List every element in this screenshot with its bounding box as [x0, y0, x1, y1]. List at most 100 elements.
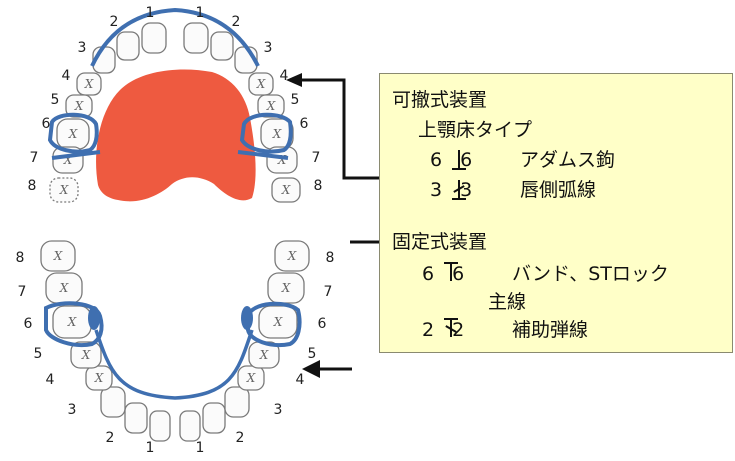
tooth-occlusal-mark: X — [81, 348, 91, 362]
molar-band-right — [246, 301, 302, 347]
tooth-occlusal-mark: X — [281, 183, 291, 197]
tooth-occlusal-mark: X — [256, 77, 266, 91]
fixed-appliance-wire — [44, 301, 302, 400]
fixed-item2-text: 補助弾線 — [512, 319, 589, 341]
upper-left-tooth-4: X — [248, 72, 274, 96]
upper-left-number-4: 4 — [280, 68, 289, 84]
lower-left-number-2: 2 — [236, 430, 245, 446]
lower-anterior-quadrant-mark — [444, 318, 458, 338]
removable-item2-text: 唇側弧線 — [520, 179, 597, 201]
palatal-plate — [96, 69, 256, 202]
upper-right-number-4: 4 — [62, 68, 71, 84]
lower-right-number-4: 4 — [46, 372, 55, 388]
tooth-occlusal-mark: X — [68, 127, 78, 141]
upper-right-tooth-1 — [141, 22, 167, 54]
lower-right-tooth-5: X — [70, 341, 102, 369]
lower-left-number-3: 3 — [274, 402, 283, 418]
removable-item2-notation: 3 3 — [430, 179, 479, 201]
tooth-occlusal-mark: X — [84, 77, 94, 91]
lower-quadrant-mark — [444, 262, 458, 282]
arrow-head-lower — [302, 360, 320, 378]
upper-left-number-7: 7 — [312, 150, 321, 166]
labial-bow-wire — [90, 7, 260, 67]
upper-right-tooth-2 — [116, 31, 140, 61]
upper-left-tooth-1 — [183, 22, 209, 54]
tooth-occlusal-mark: X — [63, 153, 73, 167]
upper-left-number-8: 8 — [314, 178, 323, 194]
upper-right-number-7: 7 — [30, 150, 39, 166]
tooth-occlusal-mark: X — [287, 249, 297, 263]
lower-right-number-1: 1 — [146, 440, 155, 456]
upper-left-tooth-5: X — [257, 94, 285, 118]
lower-right-tooth-1 — [149, 410, 171, 442]
tooth-occlusal-mark: X — [59, 183, 69, 197]
tooth-occlusal-mark: X — [273, 315, 283, 329]
lower-left-tooth-7: X — [267, 272, 305, 304]
upper-right-tooth-8: X — [49, 177, 79, 203]
upper-left-tooth-8: X — [271, 177, 301, 203]
lower-left-number-5: 5 — [308, 346, 317, 362]
fixed-item1-notation: 6 6 — [422, 263, 471, 285]
fixed-item1-text: バンド、STロック — [512, 263, 669, 285]
lower-right-tooth-4: X — [85, 365, 113, 391]
upper-left-tooth-2 — [210, 31, 234, 61]
lower-left-tooth-6: X — [258, 305, 298, 339]
lower-left-tooth-3 — [224, 386, 250, 418]
molar-band-left — [44, 301, 104, 347]
adams-clasp-left — [47, 112, 101, 160]
upper-left-number-6: 6 — [300, 116, 309, 132]
lower-right-tooth-7: X — [45, 272, 83, 304]
removable-item1-text: アダムス鉤 — [520, 149, 616, 171]
tooth-occlusal-mark: X — [67, 315, 77, 329]
upper-left-tooth-7: X — [266, 146, 298, 174]
lower-right-number-5: 5 — [34, 346, 43, 362]
lower-right-number-6: 6 — [24, 316, 33, 332]
lower-left-number-4: 4 — [296, 372, 305, 388]
upper-right-tooth-5: X — [65, 94, 93, 118]
st-lock-main-wire — [94, 329, 254, 400]
fixed-item2-notation: 2 2 — [422, 319, 471, 341]
upper-right-number-8: 8 — [28, 178, 37, 194]
arrow-to-upper-arch — [300, 78, 379, 180]
tooth-occlusal-mark: X — [94, 371, 104, 385]
upper-left-number-5: 5 — [291, 92, 300, 108]
upper-right-number-3: 3 — [78, 40, 87, 56]
tooth-occlusal-mark: X — [272, 127, 282, 141]
tooth-occlusal-mark: X — [259, 348, 269, 362]
lower-right-tooth-3 — [100, 386, 126, 418]
upper-left-number-1: 1 — [196, 5, 205, 21]
upper-right-number-2: 2 — [110, 14, 119, 30]
lower-left-number-7: 7 — [324, 284, 333, 300]
lower-left-number-1: 1 — [196, 440, 205, 456]
st-lock-left — [88, 306, 100, 330]
removable-item1-notation: 6 6 — [430, 149, 479, 171]
lower-right-number-8: 8 — [16, 250, 25, 266]
upper-left-number-2: 2 — [232, 14, 241, 30]
lower-right-number-3: 3 — [68, 402, 77, 418]
tooth-occlusal-mark: X — [246, 371, 256, 385]
lower-left-tooth-2 — [202, 402, 226, 434]
removable-subtitle: 上顎床タイプ — [418, 119, 533, 141]
lower-right-number-7: 7 — [18, 284, 27, 300]
removable-title: 可撤式装置 — [392, 89, 488, 111]
tooth-occlusal-mark: X — [53, 249, 63, 263]
lower-right-number-2: 2 — [106, 430, 115, 446]
tooth-occlusal-mark: X — [266, 99, 276, 113]
lower-left-number-8: 8 — [326, 250, 335, 266]
callout-arrows — [286, 73, 379, 378]
upper-left-number-3: 3 — [264, 40, 273, 56]
lower-right-tooth-8: X — [40, 240, 76, 272]
lower-right-tooth-6: X — [52, 305, 92, 339]
upper-right-tooth-6: X — [56, 118, 90, 150]
upper-quadrant-mark — [452, 150, 466, 170]
upper-right-tooth-4: X — [76, 72, 102, 96]
tooth-occlusal-mark: X — [277, 153, 287, 167]
lower-right-tooth-2 — [124, 402, 148, 434]
tooth-occlusal-mark: X — [281, 281, 291, 295]
upper-right-number-1: 1 — [146, 5, 155, 21]
upper-anterior-quadrant-mark — [452, 180, 466, 200]
